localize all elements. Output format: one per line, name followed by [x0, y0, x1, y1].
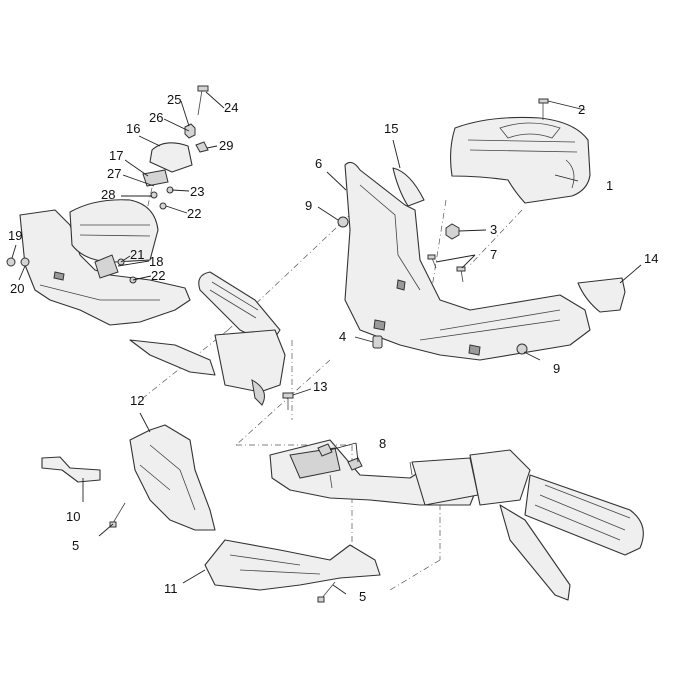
callout-24: 24	[224, 100, 238, 115]
callout-23: 23	[190, 184, 204, 199]
nut-3	[445, 223, 460, 240]
callout-22-lower: 22	[151, 268, 165, 283]
callout-25: 25	[167, 92, 181, 107]
callout-12: 12	[130, 393, 144, 408]
callout-9-lower: 9	[553, 361, 560, 376]
callout-5-left: 5	[72, 538, 79, 553]
end-cap-14	[577, 277, 626, 313]
handlebar-and-right-grip	[269, 439, 644, 601]
screws-7	[427, 254, 466, 283]
callout-22-upper: 22	[187, 206, 201, 221]
callout-15: 15	[384, 121, 398, 136]
callout-8: 8	[379, 436, 386, 451]
leader-lines	[11, 91, 642, 595]
callout-3: 3	[490, 222, 497, 237]
callout-6: 6	[315, 156, 322, 171]
left-handlebar-assembly	[19, 199, 191, 326]
callout-1: 1	[606, 178, 613, 193]
callout-labels: 1 2 3 4 5 5 6 7 8 9 9 10 11 12 13 14 15 …	[8, 92, 658, 604]
callout-9-upper: 9	[305, 198, 312, 213]
callout-18: 18	[149, 254, 163, 269]
callout-5-right: 5	[359, 589, 366, 604]
clip-4	[372, 335, 383, 349]
callout-10: 10	[66, 509, 80, 524]
callout-4: 4	[339, 329, 346, 344]
grommet-9-upper	[337, 216, 349, 228]
callout-7: 7	[490, 247, 497, 262]
callout-19: 19	[8, 228, 22, 243]
screw-13	[282, 392, 294, 410]
callout-27: 27	[107, 166, 121, 181]
callout-2: 2	[578, 102, 585, 117]
clips-8	[317, 443, 413, 489]
callout-13: 13	[313, 379, 327, 394]
callout-14: 14	[644, 251, 658, 266]
screw-5-right	[317, 581, 336, 603]
grommet-9-lower	[516, 343, 528, 355]
callout-17: 17	[109, 148, 123, 163]
switch-assembly	[142, 85, 209, 210]
screw-5-left	[109, 502, 126, 528]
callout-28: 28	[101, 187, 115, 202]
callout-21: 21	[130, 247, 144, 262]
clip-cover-15	[392, 167, 425, 207]
bracket-plate-10	[41, 456, 101, 483]
left-grip-and-lever	[129, 271, 286, 406]
callout-16: 16	[126, 121, 140, 136]
front-lower-cover	[129, 424, 216, 531]
callout-26: 26	[149, 110, 163, 125]
handlebar-rear-cover	[344, 161, 591, 361]
screw-2	[538, 98, 549, 120]
bottom-cover	[204, 539, 381, 591]
callout-11: 11	[164, 581, 178, 596]
callout-20: 20	[10, 281, 24, 296]
handlebar-top-cover	[449, 116, 591, 204]
callout-29: 29	[219, 138, 233, 153]
